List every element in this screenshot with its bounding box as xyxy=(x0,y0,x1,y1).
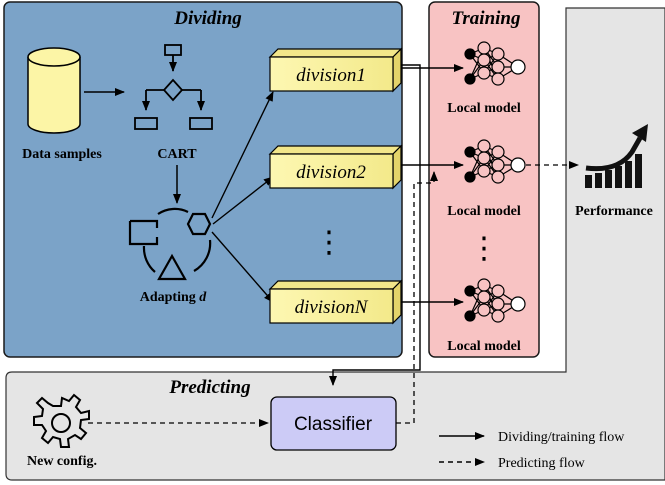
training-panel xyxy=(428,1,540,358)
classifier-label: Classifier xyxy=(294,414,373,435)
local-model-label-1: Local model xyxy=(447,101,521,116)
division-ellipsis: ⋮ xyxy=(314,225,344,260)
local-model-ellipsis: ⋮ xyxy=(469,231,499,266)
new-config-label: New config. xyxy=(27,454,97,469)
data-samples-label: Data samples xyxy=(22,147,102,162)
data-samples-cylinder-icon xyxy=(27,47,81,134)
gear-icon xyxy=(33,393,90,448)
local-model-icon-2 xyxy=(464,139,526,184)
performance-label: Performance xyxy=(575,204,653,219)
division-2-label: division2 xyxy=(296,162,366,183)
predicting-title: Predicting xyxy=(168,377,250,398)
dividing-title: Dividing xyxy=(173,8,242,29)
division-1-label: division1 xyxy=(296,65,366,86)
performance-chart-icon xyxy=(585,124,648,188)
adapting-cycle-icon xyxy=(128,207,212,281)
adapting-label: Adapting d xyxy=(140,290,208,305)
cart-label: CART xyxy=(157,147,197,162)
division-n-label: divisionN xyxy=(295,297,369,318)
local-model-icon-n xyxy=(464,278,526,323)
division-box-n: divisionN xyxy=(268,279,403,325)
legend-dashed-label: Predicting flow xyxy=(498,456,586,471)
training-title: Training xyxy=(452,8,521,29)
division-box-2: division2 xyxy=(268,144,403,190)
cart-flowchart-icon xyxy=(134,44,213,130)
legend: Dividing/training flow Predicting flow xyxy=(439,430,625,471)
local-model-label-n: Local model xyxy=(447,339,521,354)
local-model-icon-1 xyxy=(464,41,526,86)
legend-solid-label: Dividing/training flow xyxy=(498,430,625,445)
division-box-1: division1 xyxy=(268,47,403,93)
local-model-label-2: Local model xyxy=(447,204,521,219)
